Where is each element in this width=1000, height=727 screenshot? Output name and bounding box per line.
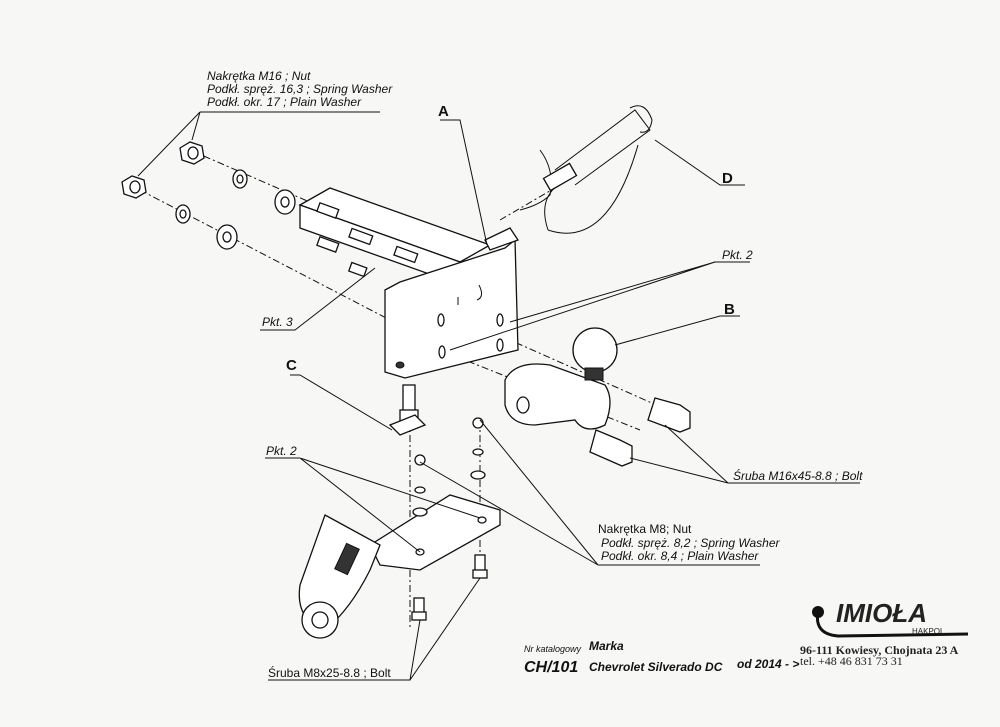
label-pkt2-bottom: Pkt. 2 [266,444,297,458]
catalog-value: CH/101 [524,659,578,676]
leader-lines [137,111,860,681]
nut-m16-line2: Podkł. spręż. 16,3 ; Spring Washer [207,82,393,96]
m16-hardware [121,141,296,250]
address: 96-111 Kowiesy, Chojnata 23 A [800,643,959,657]
imiola-logo: IMIOŁA HAKPOL [812,598,969,638]
brand-value: Chevrolet Silverado DC [589,660,723,674]
socket-bracket [298,384,501,639]
nut-m16-line3: Podkł. okr. 17 ; Plain Washer [207,95,362,109]
main-bracket-a [298,187,520,379]
label-pkt2-top: Pkt. 2 [722,248,753,262]
title-block: Nr katalogowy CH/101 Marka Chevrolet Sil… [524,598,969,676]
m16-bolts [589,397,691,467]
nut-m8-line3: Podkł. okr. 8,4 ; Plain Washer [601,549,759,563]
brand-label: Marka [589,639,624,653]
nut-m16-line1: Nakrętka M16 ; Nut [207,69,311,83]
tow-ball-b [504,327,618,430]
logo-text: IMIOŁA [836,598,927,628]
label-b: B [724,301,735,318]
label-pkt3: Pkt. 3 [262,315,293,329]
logo-subtext: HAKPOL [912,627,945,636]
nut-m8-line1: Nakrętka M8; Nut [598,522,692,536]
label-bolt-m8: Śruba M8x25-8.8 ; Bolt [268,665,391,680]
release-handle-d [519,105,653,234]
phone: tel. +48 46 831 73 31 [800,654,903,668]
label-c: C [286,357,297,374]
nut-m8-line2: Podkł. spręż. 8,2 ; Spring Washer [601,536,781,550]
catalog-label: Nr katalogowy [524,644,582,654]
label-a: A [438,103,449,120]
label-d: D [722,170,733,187]
label-bolt-m16: Śruba M16x45-8.8 ; Bolt [733,468,863,483]
year-range: od 2014 - > [737,657,799,671]
part-labels: Nakrętka M16 ; Nut Podkł. spręż. 16,3 ; … [207,69,863,680]
